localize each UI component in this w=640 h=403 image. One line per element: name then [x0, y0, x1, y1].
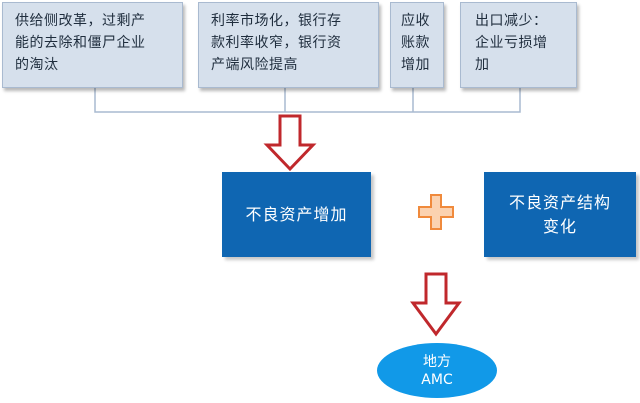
box-line: 利率市场化，银行存 — [211, 13, 342, 29]
npl-structure-change-box: 不良资产结构 变化 — [484, 172, 636, 257]
box-line: 的淘汰 — [15, 57, 59, 73]
box-line: 能的去除和僵尸企业 — [15, 35, 146, 51]
box-line: 应收 — [401, 13, 430, 29]
amc-label-line: AMC — [421, 371, 453, 388]
box-line: 企业亏损增 — [475, 35, 548, 51]
box-line: 增加 — [401, 57, 430, 73]
local-amc-ellipse: 地方 AMC — [377, 343, 497, 398]
down-arrow-icon — [263, 114, 317, 172]
npl-structure-label-line: 不良资产结构 — [508, 192, 611, 212]
box-line: 加 — [475, 57, 490, 73]
npl-increase-box: 不良资产增加 — [222, 172, 371, 257]
cause-box-supply-side-reform: 供给侧改革，过剩产 能的去除和僵尸企业 的淘汰 — [2, 2, 183, 88]
cause-box-interest-rate-marketization: 利率市场化，银行存 款利率收窄，银行资 产端风险提高 — [198, 2, 379, 88]
box-line: 出口减少： — [475, 13, 548, 29]
bracket-connector — [94, 88, 521, 113]
npl-structure-label-line: 变化 — [542, 216, 577, 236]
down-arrow-icon — [410, 272, 462, 337]
cause-box-receivables-increase: 应收 账款 增加 — [390, 2, 444, 88]
box-line: 供给侧改革，过剩产 — [15, 13, 146, 29]
box-line: 产端风险提高 — [211, 57, 298, 73]
npl-increase-label: 不良资产增加 — [245, 204, 348, 224]
cause-box-export-decrease: 出口减少： 企业亏损增 加 — [460, 2, 577, 88]
plus-icon — [418, 194, 454, 230]
box-line: 款利率收窄，银行资 — [211, 35, 342, 51]
box-line: 账款 — [401, 35, 430, 51]
amc-label-line: 地方 — [423, 353, 451, 370]
